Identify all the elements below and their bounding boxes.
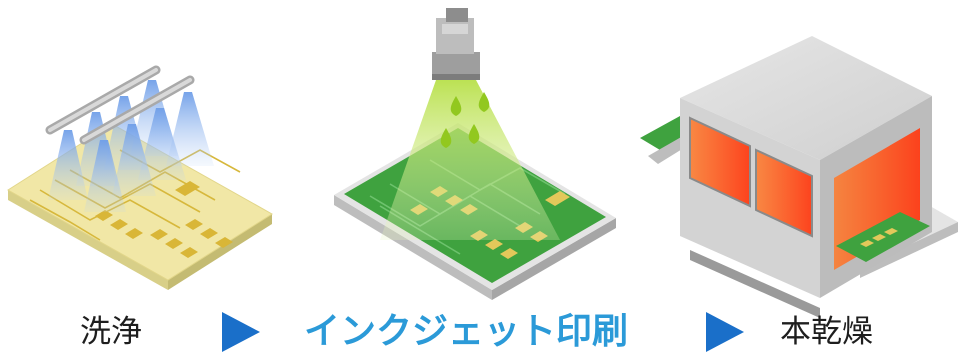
triangle-arrow-icon [706,312,744,352]
oven-window [755,148,813,238]
board-pads [860,228,898,247]
oven-opening [834,128,920,270]
conveyor-plate [860,222,958,278]
print-head [432,8,480,80]
spray-bars [45,65,195,145]
board-pads [95,181,233,258]
board-edge [492,218,616,300]
board-edge [168,214,272,290]
ink-droplets [440,92,490,148]
oven-top [680,36,932,160]
curing-oven-illustration [640,36,958,318]
cleaning-spray [48,80,214,212]
oven-base [690,250,820,318]
step-label-curing: 本乾燥 [780,314,873,350]
board-edge [8,190,168,290]
inkjet-printing-illustration [334,8,616,300]
triangle-arrow-icon [222,312,260,352]
step-label-cleaning: 洗浄 [80,314,142,350]
step-label-inkjet: インクジェット印刷 [304,311,629,352]
oven-window [689,116,751,208]
board-edge [334,195,492,300]
ink-beam [380,80,560,240]
cleaning-board-illustration [7,65,273,290]
